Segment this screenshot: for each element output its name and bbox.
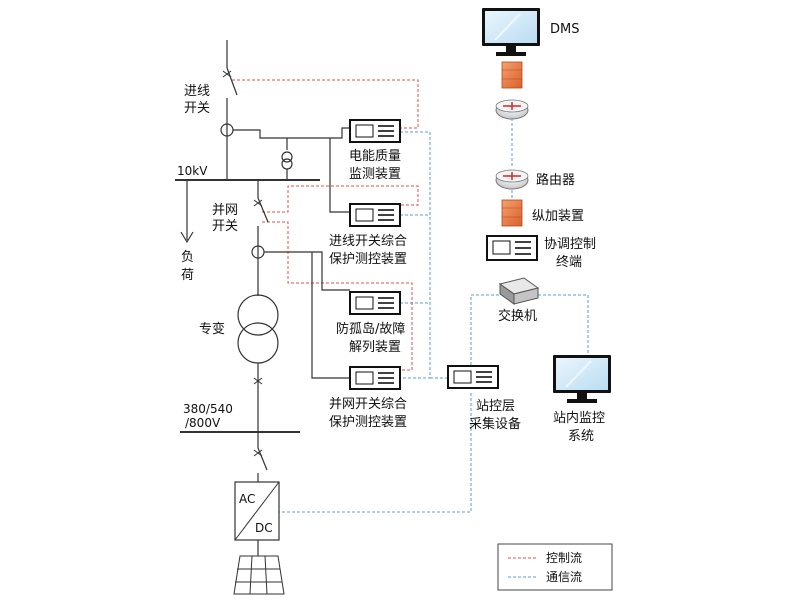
router-label: 路由器 (536, 172, 575, 188)
control-flow-lines (232, 79, 419, 371)
inverter-dc-label: DC (255, 521, 273, 535)
anti-islanding-label-1: 防孤岛/故障 (336, 321, 405, 337)
incoming-protection-label-2: 保护测控装置 (329, 252, 407, 267)
dms-monitor-icon (482, 8, 540, 56)
lv-bus-label-2: /800V (185, 416, 221, 430)
incoming-switch-label-1: 进线 (184, 84, 210, 99)
station-collector-label-2: 采集设备 (469, 416, 521, 432)
grid-protection-device (349, 366, 401, 390)
router-icon-2 (495, 169, 529, 190)
anti-islanding-label-2: 解列装置 (349, 340, 401, 355)
network-switch-label: 交换机 (498, 308, 537, 324)
pq-monitor-label-1: 电能质量 (349, 149, 401, 164)
anti-islanding-device (349, 291, 401, 315)
single-line-diagram (175, 40, 350, 556)
station-collector-device (447, 365, 499, 389)
firewall-icon-2 (501, 199, 523, 227)
pq-monitor-label-2: 监测装置 (349, 167, 401, 182)
lv-bus-label-1: 380/540 (183, 402, 233, 416)
coordination-terminal-label-2: 终端 (556, 254, 582, 270)
dms-label: DMS (550, 22, 579, 37)
switch-marks (222, 70, 263, 457)
station-monitor-label-1: 站内监控 (553, 410, 605, 426)
grid-switch-label-1: 并网 (212, 203, 238, 218)
station-collector-label-1: 站控层 (476, 399, 515, 414)
coordination-terminal-device (486, 235, 538, 261)
legend: 控制流 通信流 (497, 543, 613, 591)
router-icon (495, 99, 529, 120)
legend-control-label: 控制流 (546, 551, 582, 565)
longitudinal-device-label: 纵加装置 (532, 209, 584, 224)
load-label-2: 荷 (181, 268, 194, 283)
transformer-label: 专变 (199, 321, 225, 337)
inverter-ac-label: AC (239, 492, 255, 506)
station-monitor-icon (553, 355, 611, 403)
coordination-terminal-label-1: 协调控制 (544, 237, 596, 252)
grid-protection-label-2: 保护测控装置 (329, 415, 407, 430)
comm-flow-lines (275, 118, 589, 513)
pq-monitor-device (349, 119, 401, 143)
inverter: AC DC (234, 481, 280, 541)
firewall-icon (501, 61, 523, 89)
incoming-switch-label-2: 开关 (184, 101, 210, 116)
incoming-protection-device (349, 203, 401, 227)
bus-10kv-label: 10kV (177, 164, 208, 178)
pv-panel-icon (233, 555, 285, 595)
network-switch-icon (498, 277, 540, 305)
grid-protection-label-1: 并网开关综合 (329, 397, 407, 412)
station-monitor-label-2: 系统 (568, 429, 594, 444)
load-label-1: 负 (181, 250, 194, 265)
grid-switch-label-2: 开关 (212, 219, 238, 234)
incoming-protection-label-1: 进线开关综合 (329, 234, 407, 249)
legend-comm-label: 通信流 (546, 570, 582, 584)
